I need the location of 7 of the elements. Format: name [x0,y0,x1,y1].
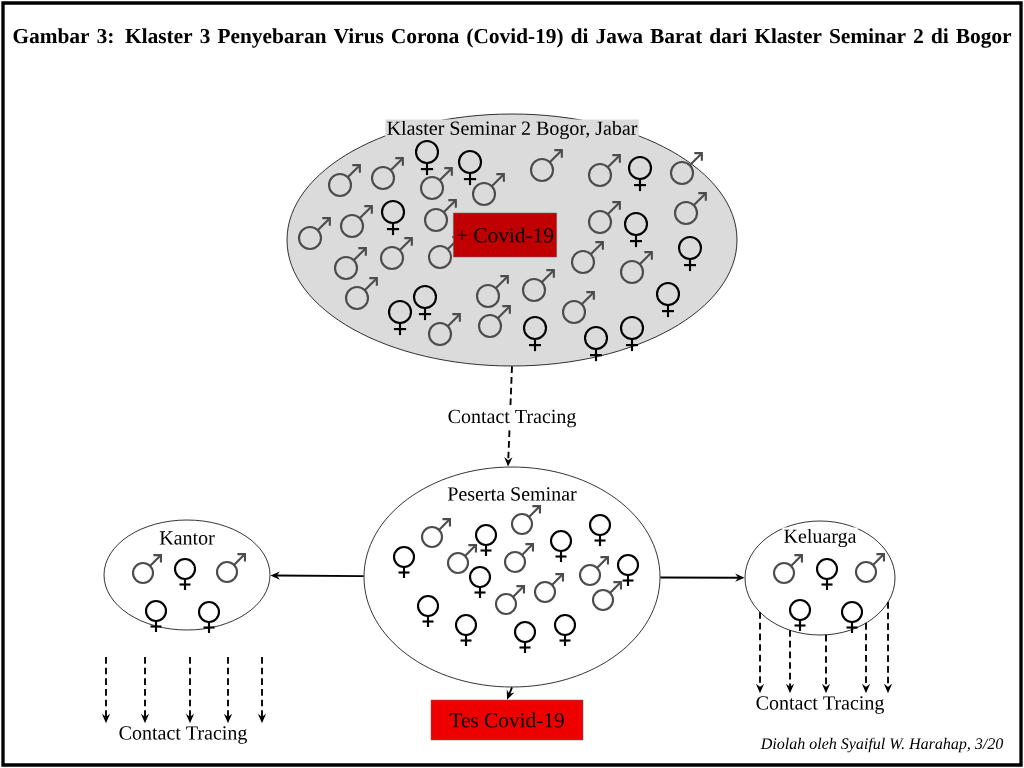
node-label: Contact Tracing [756,696,884,714]
edge-label: Contact Tracing [446,408,578,429]
status-box: + Covid-19 [453,212,557,258]
title: Gambar 3: Klaster 3 Penyebaran Virus Corona (Covid-19) di Jawa Barat dari Klaster Seminar 2 di Bogor [13,28,1012,48]
status-box: Tes Covid-19 [430,699,584,741]
credit-note: Diolah oleh Syaiful W. Harahap, 3/20 [760,737,1004,753]
node-label: Contact Tracing [119,726,247,744]
